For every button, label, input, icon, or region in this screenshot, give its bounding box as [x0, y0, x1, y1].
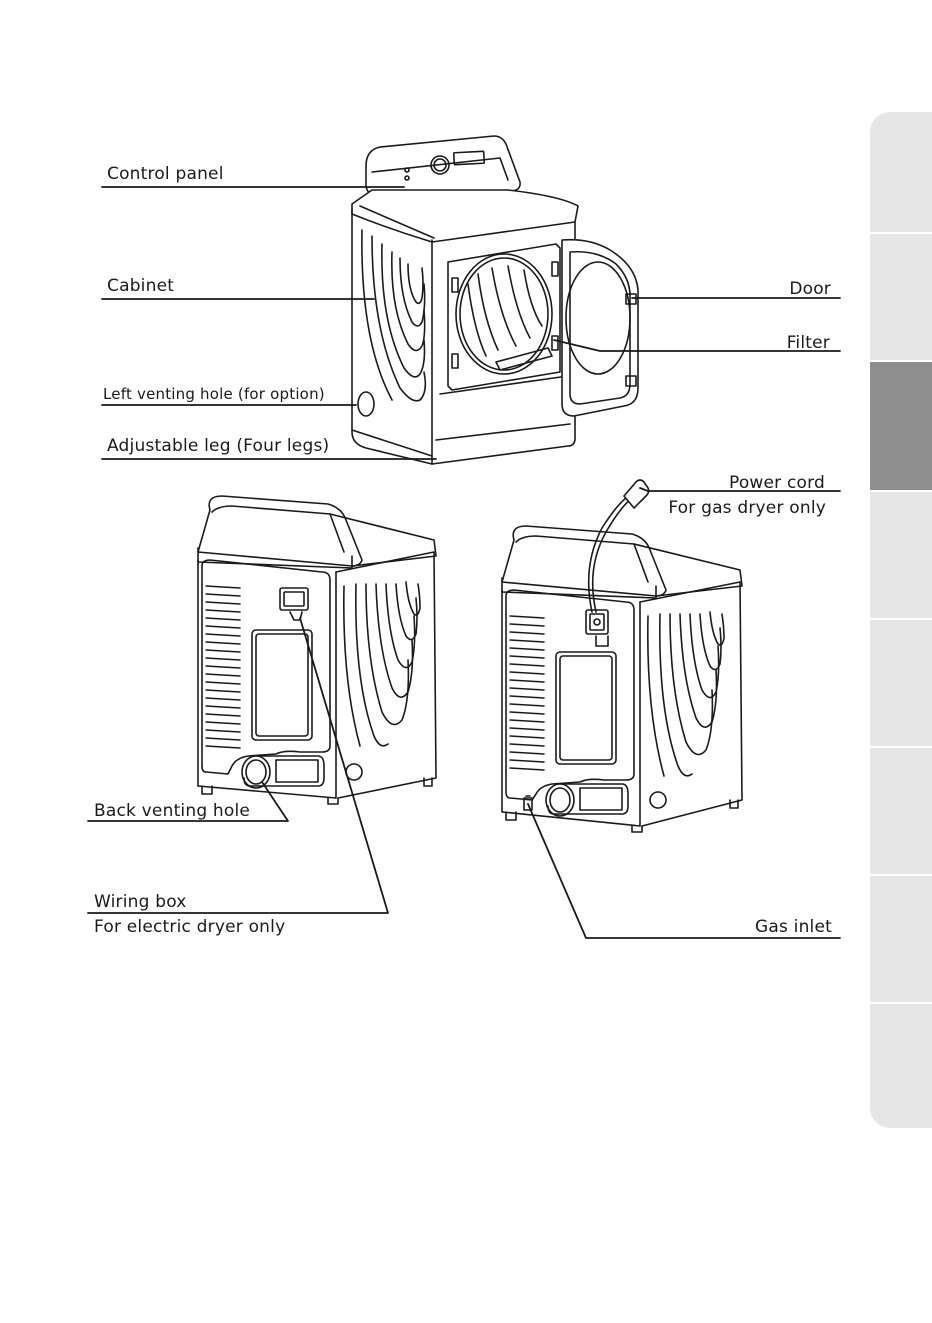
rear-dryer-electric-illustration — [198, 496, 436, 804]
label-adjustable-leg: Adjustable leg (Four legs) — [107, 436, 329, 456]
label-cabinet: Cabinet — [107, 276, 174, 296]
label-gas-inlet: Gas inlet — [755, 917, 832, 937]
label-power-cord-note: For gas dryer only — [668, 498, 826, 518]
side-tab-1[interactable] — [870, 112, 932, 234]
side-tab-3[interactable] — [870, 362, 932, 492]
label-door: Door — [789, 279, 831, 299]
side-tab-5[interactable] — [870, 620, 932, 748]
side-tab-8[interactable] — [870, 1004, 932, 1128]
label-power-cord: Power cord — [729, 473, 825, 493]
rear-dryer-gas-illustration — [502, 480, 742, 832]
side-tab-6[interactable] — [870, 748, 932, 876]
front-dryer-illustration — [352, 136, 638, 464]
side-tab-7[interactable] — [870, 876, 932, 1004]
label-wiring-box-note: For electric dryer only — [94, 917, 285, 937]
label-control-panel: Control panel — [107, 164, 224, 184]
label-wiring-box: Wiring box — [94, 892, 187, 912]
label-filter: Filter — [787, 333, 830, 353]
label-left-venting-hole: Left venting hole (for option) — [103, 384, 325, 404]
label-back-venting-hole: Back venting hole — [94, 801, 250, 821]
side-tab-4[interactable] — [870, 492, 932, 620]
side-tab-2[interactable] — [870, 234, 932, 362]
